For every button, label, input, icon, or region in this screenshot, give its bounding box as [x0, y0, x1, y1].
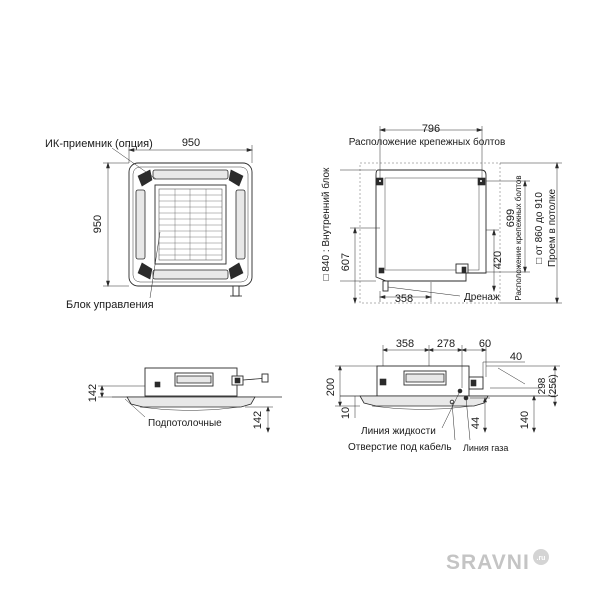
- ceiling-leader: [124, 398, 146, 418]
- control-block-label: Блок управления: [66, 299, 154, 311]
- cable-hole-label: Отверстие под кабель: [348, 441, 452, 453]
- indoor-unit-body: [375, 169, 487, 282]
- liquid-line-label: Линия жидкости: [361, 426, 436, 437]
- panel-corner-tr: [228, 169, 244, 187]
- cable-hole-leader: [451, 401, 456, 441]
- dim-950-vertical: 950: [92, 215, 104, 233]
- dim-358-side: 358: [396, 338, 414, 350]
- dim-140: 140: [519, 411, 531, 429]
- sravni-watermark: SRAVNI .ru: [446, 549, 549, 574]
- ir-receiver-leader: [111, 147, 157, 180]
- pipe-stub: [232, 285, 240, 297]
- front-panel-inner-edge: [132, 166, 249, 283]
- dim-40: 40: [510, 351, 522, 363]
- dim-358-bolt: 358: [395, 293, 413, 305]
- ceiling-opening-label: Проем в потолке: [547, 189, 558, 268]
- intake-grille-frame: [154, 184, 227, 265]
- drain-leader: [387, 286, 461, 297]
- intake-grille-mesh: [159, 189, 222, 260]
- dim-44: 44: [470, 417, 482, 429]
- dim-142-right: 142: [252, 411, 264, 429]
- dim-950-horizontal: 950: [182, 137, 200, 149]
- drain-label: Дренаж: [464, 292, 500, 303]
- dim-298: 298: [537, 377, 548, 394]
- dim-796: 796: [422, 123, 440, 135]
- dim-607: 607: [340, 253, 352, 271]
- side-left-panel: [126, 396, 256, 408]
- watermark-suffix: .ru: [537, 555, 546, 562]
- watermark-badge: [533, 549, 549, 565]
- drain-stub: [382, 280, 389, 292]
- ceiling-opening-range: □ от 860 до 910: [534, 192, 545, 264]
- dim-420: 420: [492, 251, 504, 269]
- dim-278: 278: [437, 338, 455, 350]
- louvre-right: [235, 189, 246, 260]
- ceiling-opening-outline: [359, 162, 501, 304]
- side-view-left: 142 142 Подпотолочные: [87, 367, 282, 433]
- dim-699: 699: [505, 209, 517, 227]
- liquid-line-leader: [441, 390, 461, 429]
- intake-grille-inner: [158, 188, 223, 261]
- top-view: 950 950 ИК-приемник (опция) Блок управле…: [45, 137, 254, 311]
- side-right-panel: [359, 395, 489, 407]
- louvre-left: [135, 189, 146, 260]
- indoor-unit-dim-label: □ 840 : Внутренний блок: [320, 167, 332, 281]
- bolt-view: 796 Расположение крепежных болтов □ 840 …: [320, 123, 562, 305]
- dim-142-left: 142: [87, 384, 99, 402]
- dim-200: 200: [325, 378, 337, 396]
- bolt-location-vertical-label: Расположение крепежных болтов: [514, 175, 523, 300]
- side-view-right: 358 278 60 40 200 10 44 140 298 (256): [325, 338, 560, 453]
- ceiling-label: Подпотолочные: [148, 418, 222, 429]
- panel-corner-bl: [137, 262, 153, 280]
- dim-10: 10: [340, 407, 352, 419]
- gas-line-leader: [465, 397, 471, 441]
- watermark-text: SRAVNI: [446, 551, 530, 574]
- bolt-bl: [378, 267, 385, 274]
- dim-60: 60: [479, 338, 491, 350]
- dim-256: (256): [548, 374, 559, 397]
- louvre-bottom: [152, 269, 229, 280]
- louvre-top: [152, 169, 229, 180]
- ir-receiver-label: ИК-приемник (опция): [45, 138, 153, 150]
- indoor-unit-inner: [384, 177, 480, 271]
- control-block-leader: [149, 231, 161, 299]
- gas-line-label: Линия газа: [463, 443, 508, 453]
- bolt-location-label: Расположение крепежных болтов: [349, 136, 506, 148]
- panel-corner-br: [228, 262, 244, 280]
